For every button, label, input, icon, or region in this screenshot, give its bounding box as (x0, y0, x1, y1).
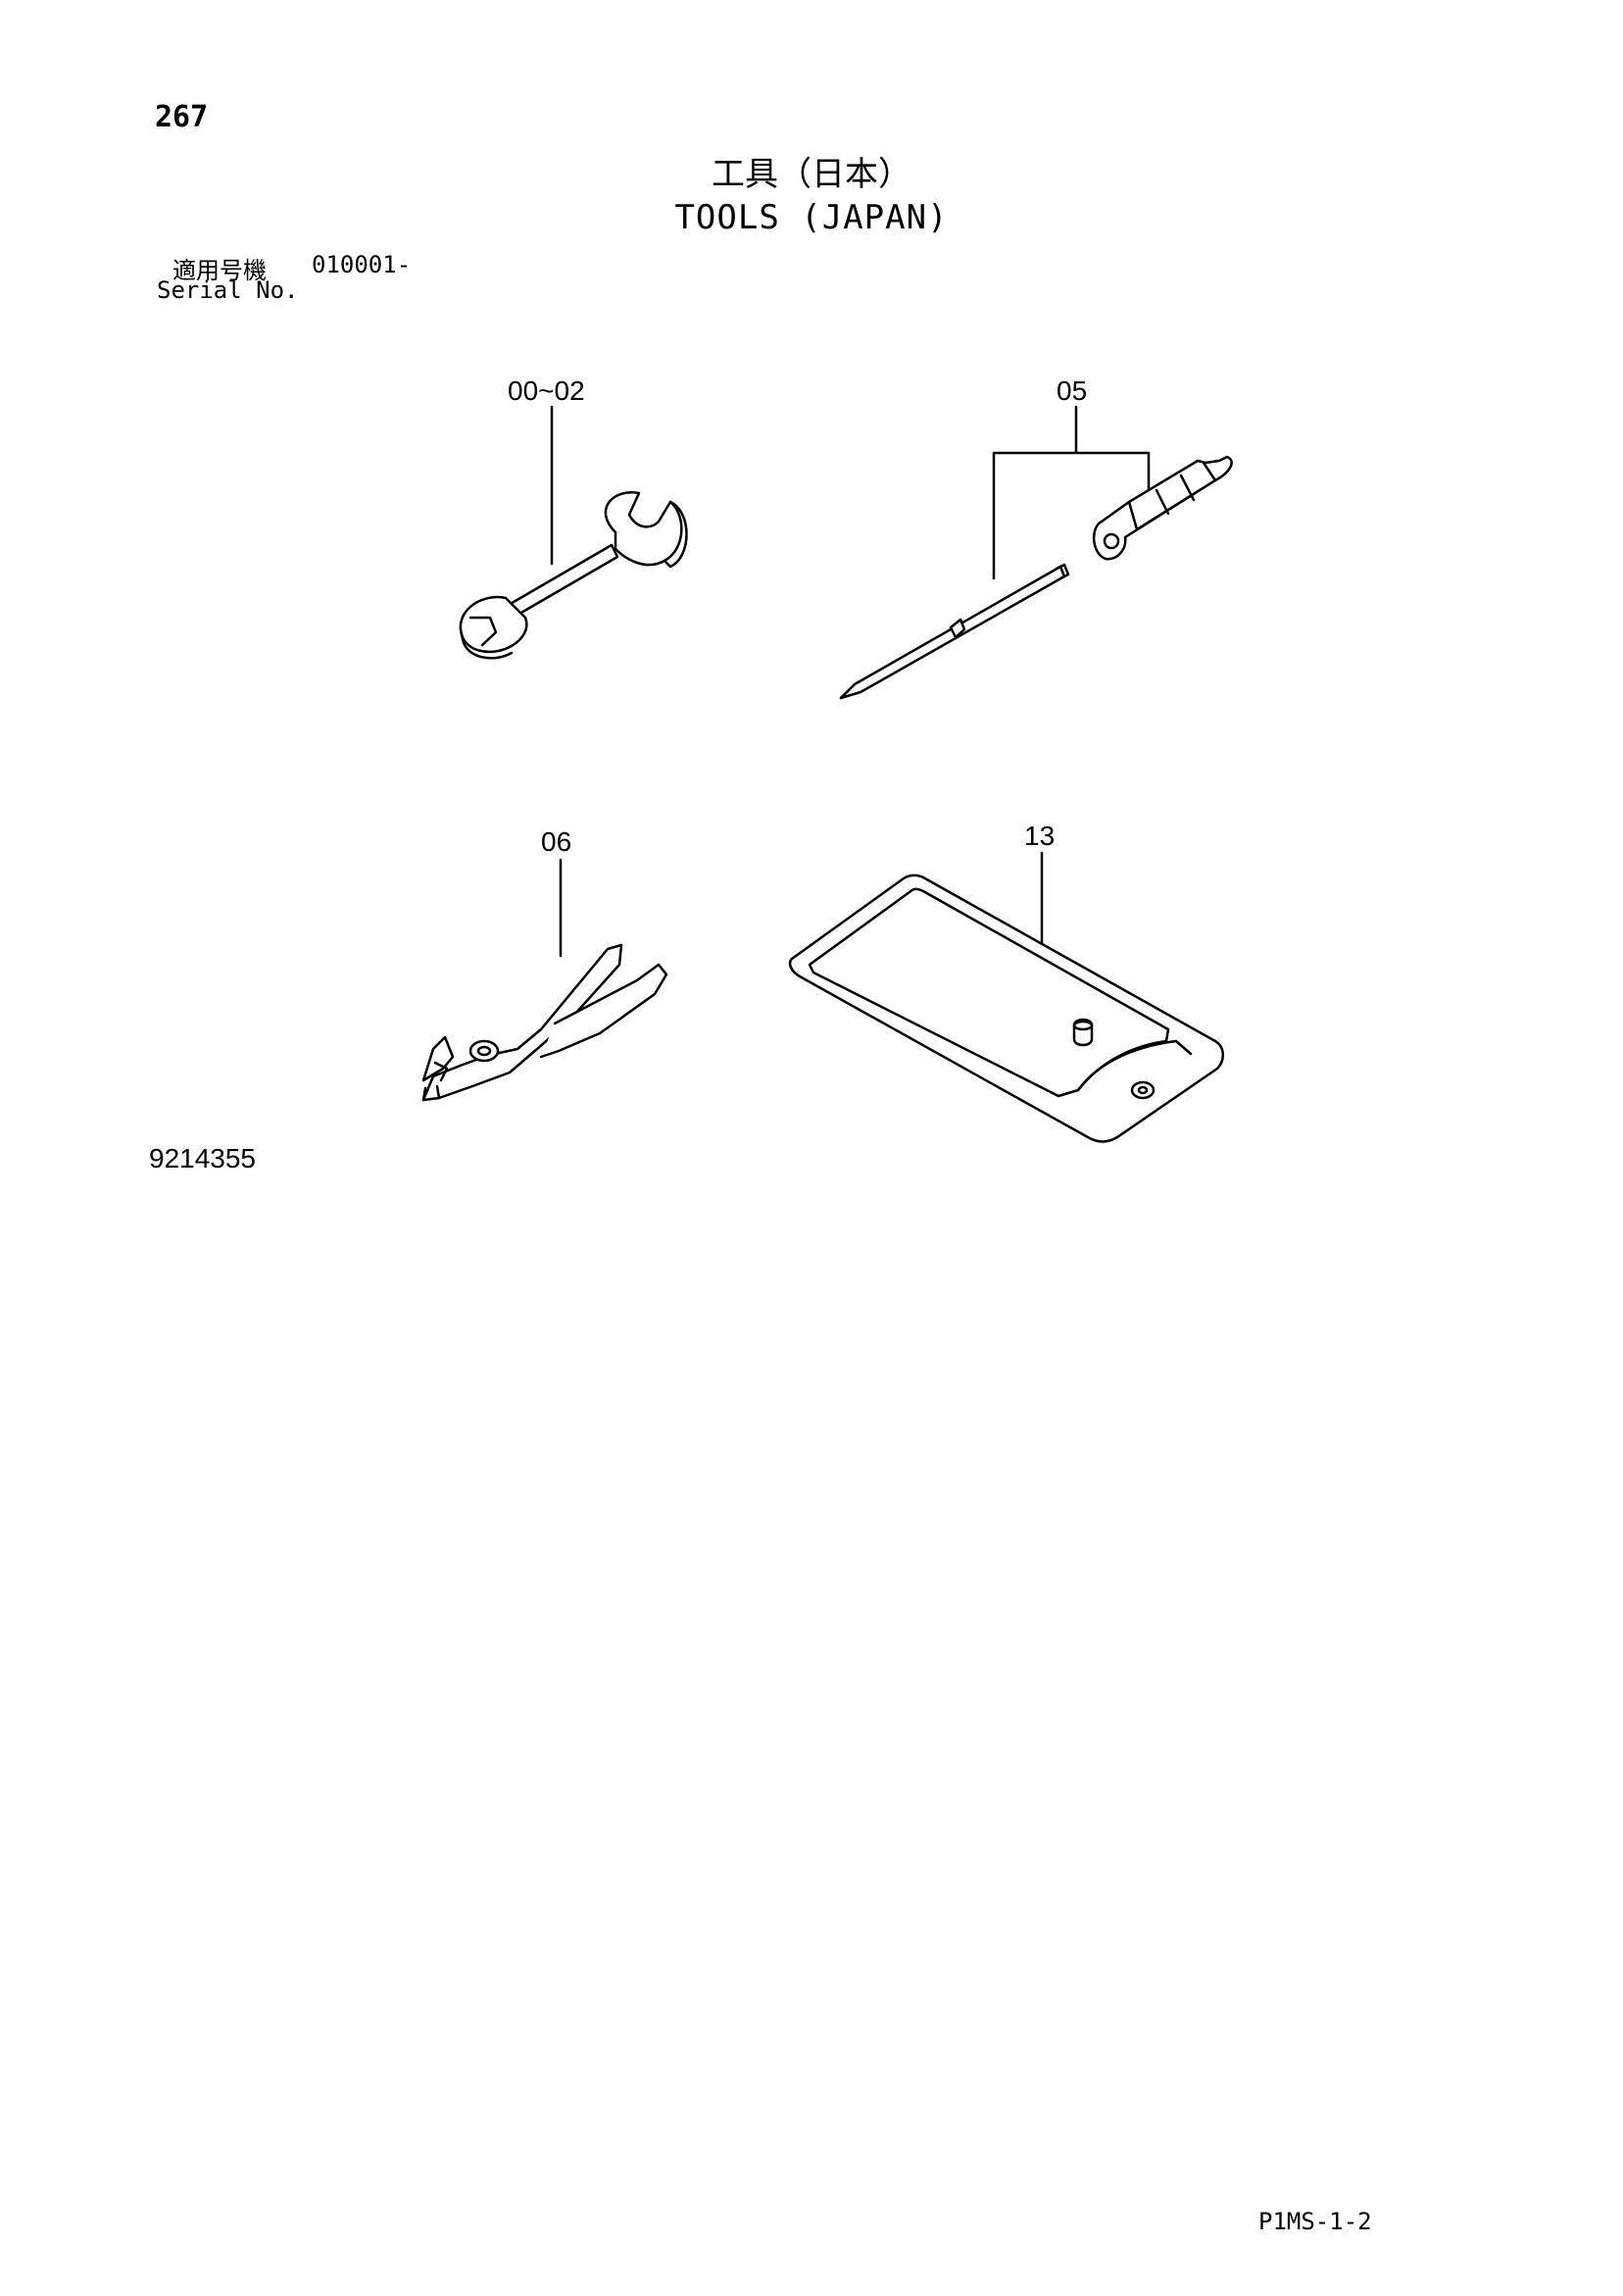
page-title-jp: 工具（日本） (712, 155, 911, 194)
page-number: 267 (155, 100, 209, 134)
screwdriver-icon (839, 455, 1233, 700)
callout-label-pliers: 06 (541, 826, 571, 857)
callout-label-wrench: 00~02 (508, 375, 585, 406)
serial-label-en: Serial No. (157, 276, 299, 304)
serial-number-range: 010001- (312, 251, 412, 278)
wrench-icon (459, 491, 688, 660)
serial-label-jp: 適用号機 (172, 257, 267, 284)
leader-line-screwdriver (992, 405, 1151, 580)
page-title-en: TOOLS (JAPAN) (674, 198, 949, 237)
pliers-icon (421, 943, 668, 1102)
callout-label-screwdriver: 05 (1057, 375, 1087, 406)
callout-label-tool-bag: 13 (1024, 821, 1055, 851)
tool-bag-icon (788, 873, 1224, 1143)
parts-illustration: 00~02 05 06 13 (421, 375, 1233, 1143)
figure-id: 9214355 (149, 1143, 257, 1173)
page-code: P1MS-1-2 (1258, 2208, 1372, 2235)
